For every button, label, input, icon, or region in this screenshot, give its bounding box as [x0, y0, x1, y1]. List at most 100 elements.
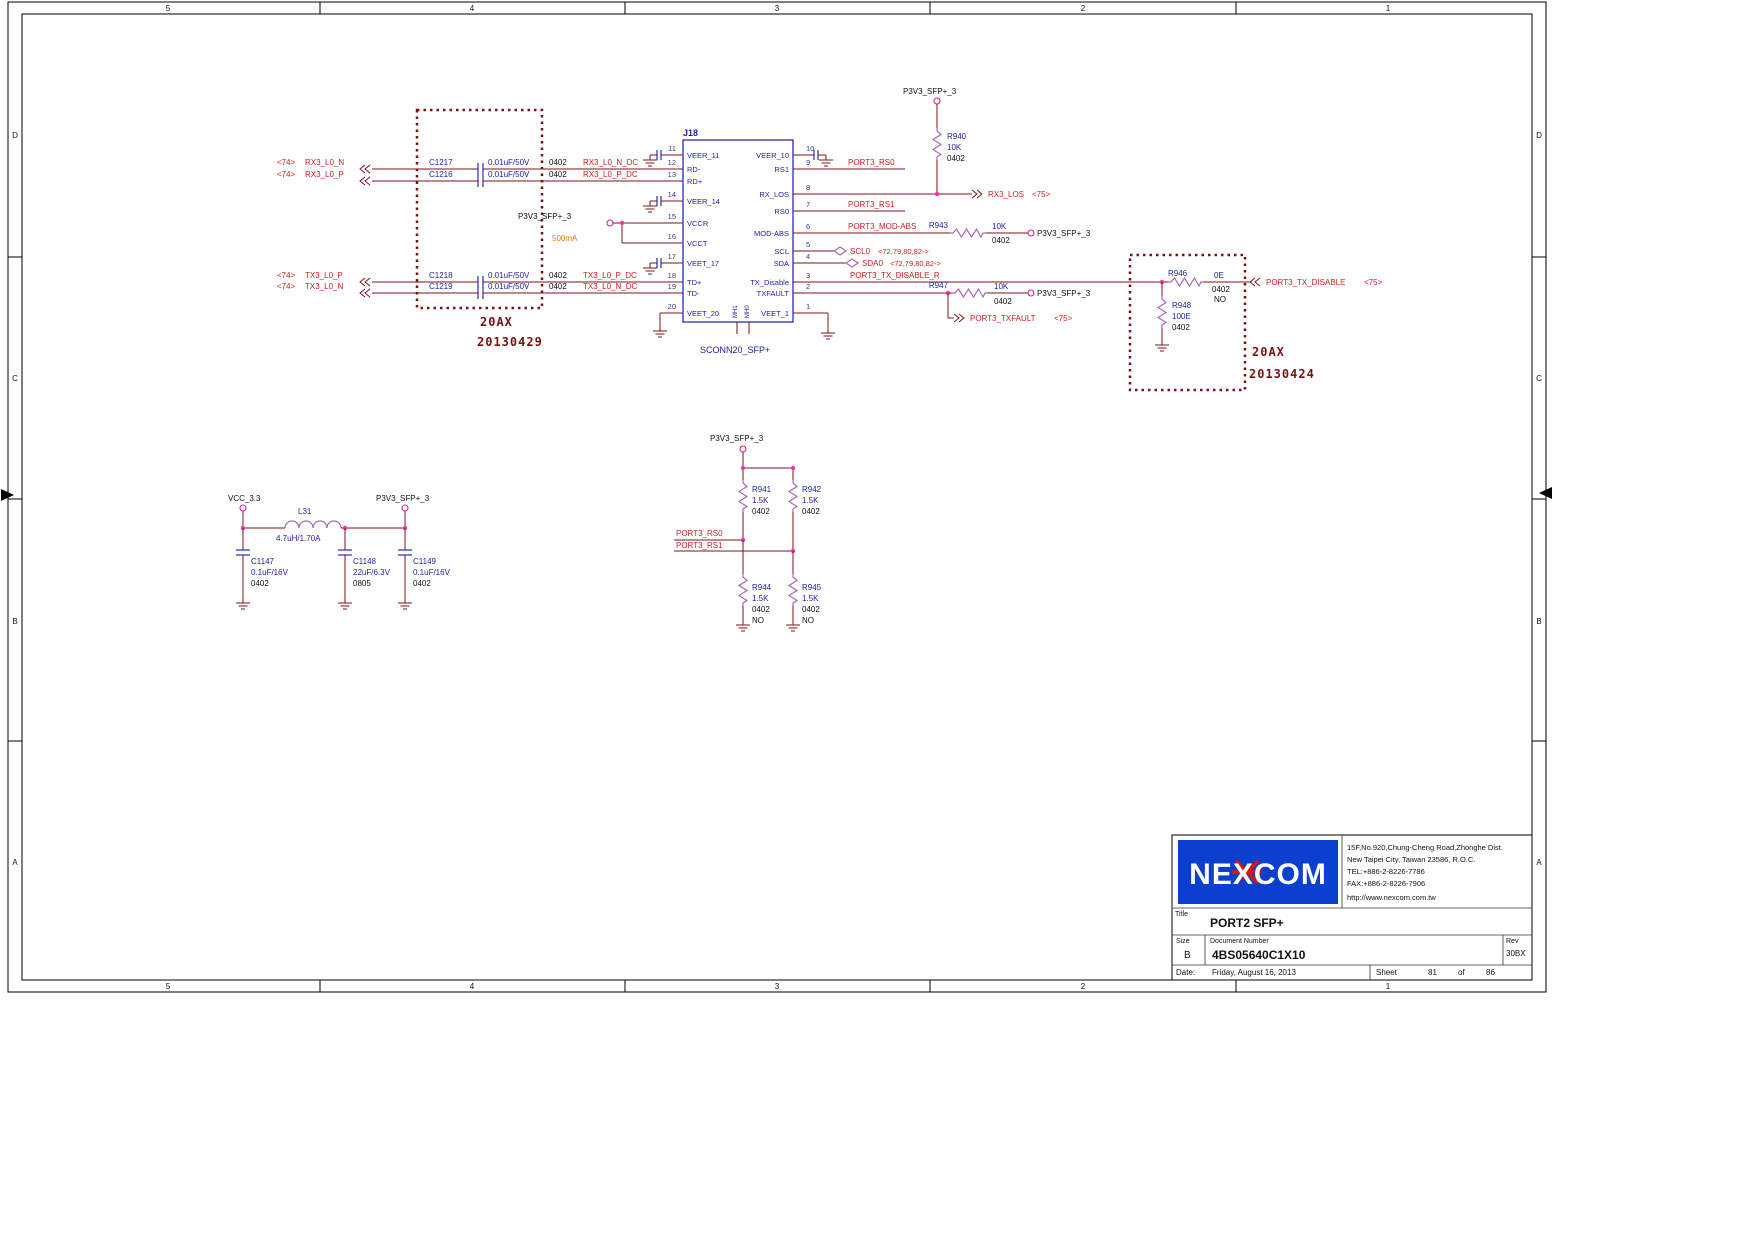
- address-line: 15F,No.920,Chung-Cheng Road,Zhonghe Dist…: [1347, 843, 1503, 852]
- page-ref-tag: <74>: [277, 170, 296, 179]
- refdes-C1219: C1219: [429, 282, 453, 291]
- net-label: SDA0: [862, 259, 883, 268]
- net-label: RX3_L0_N: [305, 158, 344, 167]
- pin-name: VEET_17: [687, 259, 719, 268]
- pin-number: 20: [668, 302, 676, 311]
- pin-name: VCCT: [687, 239, 708, 248]
- rs-pull-network: P3V3_SFP+_3 R941 1.5K 0402 R942 1.5K 040…: [674, 434, 822, 632]
- control-nets: PORT3_RS0 P3V3_SFP+_3 R940 10K 0402 RX3_…: [793, 87, 1168, 323]
- company-address: 15F,No.920,Chung-Cheng Road,Zhonghe Dist…: [1347, 843, 1503, 902]
- pin-name: MOD-ABS: [754, 229, 789, 238]
- pin-number: 1: [806, 302, 810, 311]
- refdes-C1217: C1217: [429, 158, 453, 167]
- net-label: TX3_L0_P: [305, 271, 343, 280]
- zone-row-left: C: [12, 374, 18, 383]
- pin-number: 3: [806, 271, 810, 280]
- pin-name: RS0: [774, 207, 789, 216]
- pin-name: SDA: [774, 259, 789, 268]
- power-net-label: P3V3_SFP+_3: [376, 494, 430, 503]
- footprint-C1216: 0402: [549, 170, 567, 179]
- pin-number: 15: [668, 212, 676, 221]
- address-line: http://www.nexcom.com.tw: [1347, 893, 1436, 902]
- net-label: RX3_L0_P: [305, 170, 344, 179]
- page-ref-tag: <75>: [1032, 190, 1051, 199]
- refdes-R948: R948: [1172, 301, 1192, 310]
- refdes-R944: R944: [752, 583, 772, 592]
- capacitor-C1148: [337, 549, 353, 556]
- pin-name-mh0: MH0: [745, 305, 751, 318]
- vcc-feed: P3V3_SFP+_3 500mA: [518, 212, 683, 244]
- pin11-ground: [642, 150, 683, 167]
- net-label: TX3_L0_P_DC: [583, 271, 637, 280]
- pin-name: VCCR: [687, 219, 709, 228]
- refdes-R945: R945: [802, 583, 822, 592]
- value-R943: 10K: [992, 222, 1007, 231]
- current-rating-label: 500mA: [552, 234, 578, 243]
- power-net-label: P3V3_SFP+_3: [1037, 229, 1091, 238]
- pin-number: 10: [806, 144, 814, 153]
- net-label: PORT3_TX_DISABLE_R: [850, 271, 940, 280]
- size-label: Size: [1176, 938, 1190, 945]
- connector-J18: J18 SCONN20_SFP+ VEER_11 RD- RD+ VEER_14…: [518, 128, 836, 355]
- refdes-C1149: C1149: [413, 557, 437, 566]
- net-label: SCL0: [850, 247, 871, 256]
- refdes-R942: R942: [802, 485, 822, 494]
- pin-number: 11: [668, 144, 676, 153]
- net-label: RX3_L0_P_DC: [583, 170, 638, 179]
- net-label: TX3_L0_N: [305, 282, 343, 291]
- resistor-R948: [1157, 295, 1167, 329]
- refdes-C1148: C1148: [353, 557, 377, 566]
- tx-disable-block: R946 0E 0402 NO PORT3_TX_DISABLE <75> R9…: [1128, 253, 1383, 392]
- address-line: New Taipei City, Taiwan 23586, R.O.C.: [1347, 855, 1475, 864]
- zone-col-top: 2: [1081, 4, 1086, 13]
- doc-number-value: 4BS05640C1X10: [1212, 948, 1306, 962]
- pin17-ground: [642, 258, 683, 275]
- ac-coupling-block: <74> RX3_L0_N C1217 0.01uF/50V 0402 RX3_…: [277, 108, 683, 349]
- rev-value: 30BX: [1506, 949, 1526, 958]
- value-C1148: 22uF/6.3V: [353, 568, 391, 577]
- zone-col-bottom: 2: [1081, 982, 1086, 991]
- pin20-ground: [652, 312, 683, 338]
- stamp-code: 20AX: [1252, 345, 1285, 359]
- power-net-label: VCC_3.3: [228, 494, 261, 503]
- net-label: PORT3_TXFAULT: [970, 314, 1036, 323]
- edge-arrow-right: [1539, 487, 1552, 499]
- refdes-L31: L31: [298, 507, 312, 516]
- pin-name: RX_LOS: [759, 190, 789, 199]
- pin-name: SCL: [774, 247, 789, 256]
- page-ref-tag: <75>: [1054, 314, 1073, 323]
- value-C1149: 0.1uF/16V: [413, 568, 451, 577]
- net-label: PORT3_RS0: [848, 158, 895, 167]
- pin-number: 9: [806, 158, 810, 167]
- logo-star-icon: [1232, 859, 1262, 885]
- sheet-border: 5 4 3 2 1 5 4 3 2 1 D C B A D C B A: [1, 1, 1552, 993]
- zone-col-top: 5: [166, 4, 171, 13]
- power-filter: VCC_3.3 L31 4.7uH/1.70A P3V3_SFP+_3 C114…: [228, 494, 451, 610]
- resistor-R941: [738, 479, 748, 513]
- footprint-R948: 0402: [1172, 323, 1190, 332]
- net-label: PORT3_RS1: [676, 541, 723, 550]
- stuff-option-R946: NO: [1214, 295, 1226, 304]
- footprint-R943: 0402: [992, 236, 1010, 245]
- pin-number: 14: [668, 190, 676, 199]
- resistor-R942: [788, 479, 798, 513]
- value-R945: 1.5K: [802, 594, 819, 603]
- footprint-R947: 0402: [994, 297, 1012, 306]
- zone-col-bottom: 1: [1386, 982, 1391, 991]
- zone-row-right: C: [1536, 374, 1542, 383]
- footprint-C1219: 0402: [549, 282, 567, 291]
- size-value: B: [1184, 950, 1191, 961]
- stamp-date: 20130424: [1249, 367, 1315, 381]
- sheet-label: Sheet: [1376, 968, 1398, 977]
- pin-number: 5: [806, 240, 810, 249]
- refdes-R947: R947: [929, 281, 949, 290]
- zone-col-bottom: 3: [775, 982, 780, 991]
- resistor-R947: [951, 288, 989, 298]
- footprint-C1148: 0805: [353, 579, 371, 588]
- power-net-label: P3V3_SFP+_3: [518, 212, 572, 221]
- pin-name: VEET_20: [687, 309, 719, 318]
- pin-name-mh1: MH1: [733, 305, 739, 318]
- date-label: Date:: [1176, 968, 1195, 977]
- net-label: PORT3_RS0: [676, 529, 723, 538]
- stamp-code: 20AX: [480, 315, 513, 329]
